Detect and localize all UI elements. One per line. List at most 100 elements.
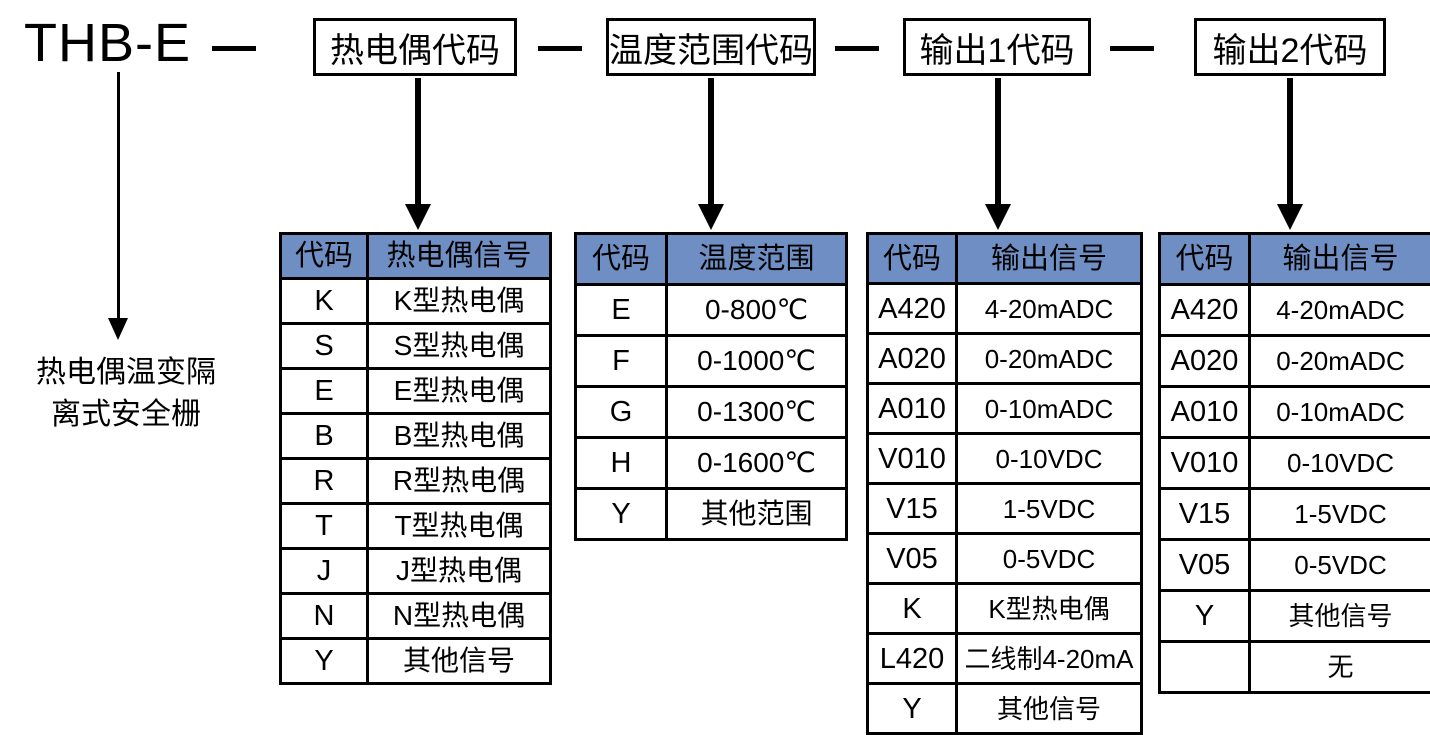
cell-code: A020 <box>1160 336 1250 387</box>
separator-dash-4 <box>1110 46 1154 51</box>
cell-code: V15 <box>1160 489 1250 540</box>
cell-code: V010 <box>1160 438 1250 489</box>
cell-code: A010 <box>868 384 957 434</box>
cell-code: Y <box>281 639 368 684</box>
column-header-signal: 输出信号 <box>1250 234 1430 285</box>
cell-signal: 0-20mADC <box>957 334 1142 384</box>
cell-code: A010 <box>1160 387 1250 438</box>
cell-code: J <box>281 549 368 594</box>
cell-signal: 0-10VDC <box>957 434 1142 484</box>
cell-signal: 无 <box>1250 642 1430 693</box>
cell-signal: 4-20mADC <box>1250 285 1430 336</box>
table-row: 无 <box>1160 642 1430 693</box>
cell-code: L420 <box>868 634 957 684</box>
column-header-signal: 输出信号 <box>957 234 1142 284</box>
cell-code: S <box>281 324 368 369</box>
product-description: 热电偶温变隔 离式安全栅 <box>8 352 244 436</box>
cell-signal: S型热电偶 <box>368 324 551 369</box>
cell-code: K <box>281 279 368 324</box>
product-description-line-1: 热电偶温变隔 <box>8 352 244 394</box>
cell-signal: 0-1600℃ <box>667 438 847 489</box>
table-header-row: 代码输出信号 <box>1160 234 1430 285</box>
cell-code: R <box>281 459 368 504</box>
cell-signal: 其他信号 <box>957 684 1142 734</box>
header-box-temperature-range-code: 温度范围代码 <box>606 18 816 76</box>
cell-code: G <box>576 387 667 438</box>
separator-dash-1 <box>212 46 256 51</box>
cell-signal: N型热电偶 <box>368 594 551 639</box>
cell-signal: 0-1300℃ <box>667 387 847 438</box>
cell-signal: 0-20mADC <box>1250 336 1430 387</box>
cell-code: B <box>281 414 368 459</box>
header-box-output2-code: 输出2代码 <box>1194 18 1386 76</box>
cell-code: Y <box>1160 591 1250 642</box>
cell-code: V010 <box>868 434 957 484</box>
column-header-code: 代码 <box>576 234 667 285</box>
cell-code: E <box>281 369 368 414</box>
cell-signal: R型热电偶 <box>368 459 551 504</box>
cell-code: T <box>281 504 368 549</box>
column-header-signal: 热电偶信号 <box>368 234 551 279</box>
cell-code: H <box>576 438 667 489</box>
column-header-code: 代码 <box>1160 234 1250 285</box>
cell-signal: K型热电偶 <box>368 279 551 324</box>
cell-signal: 其他信号 <box>1250 591 1430 642</box>
cell-code: E <box>576 285 667 336</box>
cell-signal: K型热电偶 <box>957 584 1142 634</box>
cell-signal: 0-5VDC <box>1250 540 1430 591</box>
arrow-to-temperature-table <box>698 78 724 230</box>
cell-signal: T型热电偶 <box>368 504 551 549</box>
cell-code: Y <box>868 684 957 734</box>
cell-signal: 1-5VDC <box>1250 489 1430 540</box>
arrow-to-thermocouple-table <box>405 78 431 230</box>
separator-dash-2 <box>538 46 582 51</box>
cell-code: N <box>281 594 368 639</box>
header-box-label: 温度范围代码 <box>609 23 813 72</box>
cell-code: Y <box>576 489 667 540</box>
cell-signal: E型热电偶 <box>368 369 551 414</box>
header-box-thermocouple-code: 热电偶代码 <box>313 18 517 76</box>
table-header-row: 代码输出信号 <box>868 234 1142 284</box>
cell-code: K <box>868 584 957 634</box>
header-box-output1-code: 输出1代码 <box>903 18 1091 76</box>
cell-code: V05 <box>868 534 957 584</box>
cell-signal: B型热电偶 <box>368 414 551 459</box>
cell-signal: 1-5VDC <box>957 484 1142 534</box>
column-header-signal: 温度范围 <box>667 234 847 285</box>
cell-signal: 0-800℃ <box>667 285 847 336</box>
cell-signal: 其他范围 <box>667 489 847 540</box>
arrow-to-output2-table <box>1277 78 1303 230</box>
header-box-label: 输出1代码 <box>920 23 1075 72</box>
cell-signal: 其他信号 <box>368 639 551 684</box>
column-header-code: 代码 <box>868 234 957 284</box>
cell-code: V15 <box>868 484 957 534</box>
